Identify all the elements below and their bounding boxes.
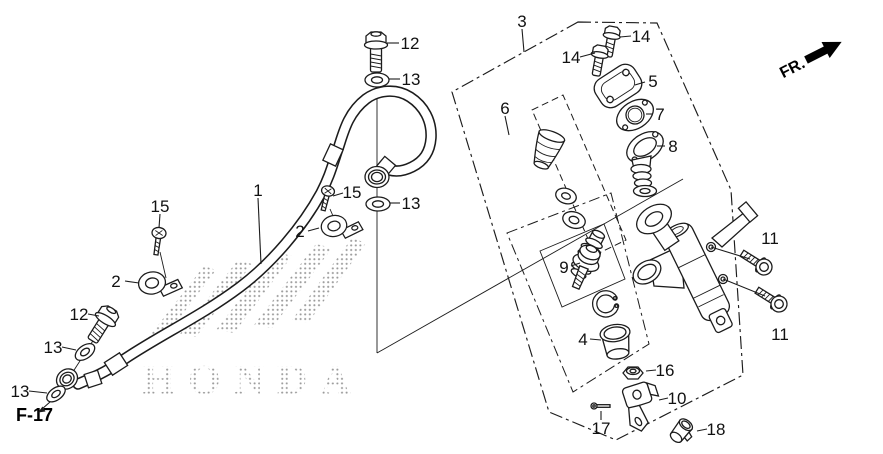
callout-7: 7 [655,105,664,124]
clamp-screw-right [320,185,336,212]
callout-16: 16 [656,361,675,380]
cap-bolt-b [590,44,609,77]
callout-1: 1 [253,181,262,200]
hose-clamp-right [320,214,364,239]
callout-14: 14 [632,27,651,46]
callout-3: 3 [517,12,526,31]
brake-hose [72,85,437,390]
master-cylinder-body [632,200,759,334]
rod-joint [621,381,660,432]
boundary-rod-kit [506,192,650,393]
callout-2: 2 [295,222,304,241]
diaphragm [626,130,664,198]
callout-13: 13 [402,70,421,89]
direction-indicator: FR. [777,41,842,82]
callout-12: 12 [401,34,420,53]
banjo-bolt-top [363,31,389,73]
banjo-bolt-bottom [87,305,120,344]
fr-label: FR. [777,55,808,82]
piston-seal-a [555,187,577,205]
callout-14: 14 [562,48,581,67]
locknut [622,366,644,380]
boundary-screw-box [539,223,626,308]
fr-arrow-icon [804,41,842,64]
callout-9: 9 [559,258,568,277]
mount-bolt-a [739,249,773,276]
callout-2: 2 [111,272,120,291]
reservoir-cap [593,63,643,109]
joint-pin [590,402,611,410]
sealing-washer-mid [365,196,391,212]
callout-13: 13 [11,382,30,401]
clamp-screw-left [151,226,167,256]
watermark-text: HONDA [142,358,363,404]
sealing-washer-top [364,72,390,88]
callout-13: 13 [402,194,421,213]
figure-code: F-17 [16,405,53,425]
hose-banjo-fitting-top [364,155,397,189]
circlip [591,290,620,318]
hose-clamp-left [137,271,184,298]
piston-kit-boot [533,129,566,170]
boundary-assembly [451,21,744,441]
mount-bolt-b [754,286,788,313]
callout-12: 12 [70,305,89,324]
callout-11: 11 [771,325,789,344]
leader-lines [28,28,766,432]
sealing-washer-bottom-1 [74,343,96,361]
cap-plate [616,98,654,132]
boundary-piston-kit [531,94,627,256]
callout-10: 10 [668,389,687,408]
callout-15: 15 [151,197,170,216]
pushrod-boot [599,323,631,360]
callout-18: 18 [707,420,726,439]
pushrod-screw [571,244,601,290]
joint-cap [669,418,694,444]
sealing-washer-bottom-2 [46,385,66,403]
callout-11: 11 [761,229,779,248]
piston-seal-b [562,210,586,230]
callout-4: 4 [578,330,587,349]
callout-5: 5 [648,72,657,91]
callout-8: 8 [668,137,677,156]
callout-15: 15 [343,183,362,202]
callout-17: 17 [592,419,611,438]
callout-13: 13 [44,338,63,357]
cap-bolt-a [602,25,621,58]
callout-6: 6 [500,99,509,118]
figure-pointer-arrow-icon [38,401,51,413]
